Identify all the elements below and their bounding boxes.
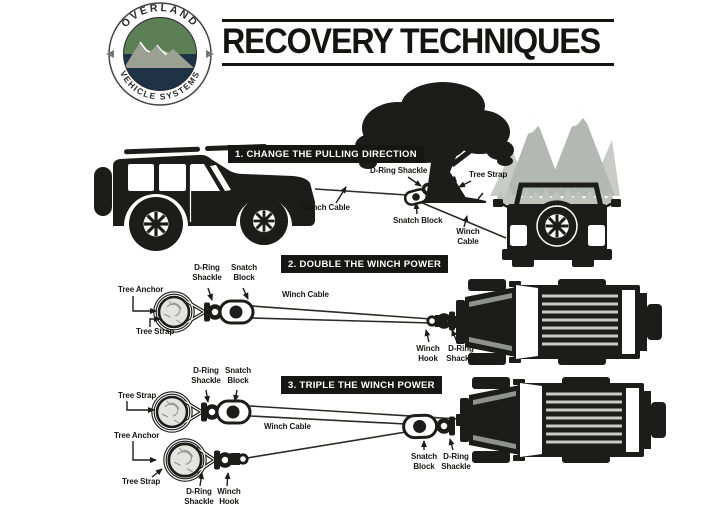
callout-arrows	[126, 176, 472, 487]
s2-label-tree-strap: Tree Strap	[136, 327, 175, 336]
logo-left-arrow-icon	[106, 50, 114, 58]
s3-heading: 3. TRIPLE THE WINCH POWER	[281, 376, 442, 394]
s3-label-tree-strap-top: Tree Strap	[118, 391, 157, 400]
mountains-art	[490, 105, 620, 204]
logo-mountains	[124, 41, 194, 68]
s1-label-d-ring-shackle: D-Ring Shackle	[370, 166, 428, 175]
s2-heading: 2. DOUBLE THE WINCH POWER	[281, 255, 449, 273]
s3-bottom-anchor-assembly	[163, 438, 249, 482]
s2-label-d-ring-shackle-front: D-Ring Shackle	[446, 344, 476, 363]
page-title: RECOVERY TECHNIQUES	[222, 22, 601, 61]
s2-label-winch-cable: Winch Cable	[282, 290, 329, 299]
s2-vehicle-top-view	[450, 277, 664, 367]
s3-front-dring	[439, 417, 456, 436]
s2-winch-cables	[251, 305, 432, 324]
s2-label-d-ring-shackle: D-Ring Shackle	[192, 263, 222, 282]
s3-label-winch-hook: Winch Hook	[217, 487, 241, 506]
s3-label-d-ring-shackle-front: D-Ring Shackle	[441, 452, 471, 471]
s1-vehicle-rear-view	[493, 182, 621, 267]
s3-label-snatch-block-front: Snatch Block	[410, 452, 438, 471]
s1-vehicle-side-view	[94, 144, 315, 253]
s3-vehicle-top-view	[454, 375, 668, 465]
s3-label-d-ring-shackle-bottom: D-Ring Shackle	[184, 487, 214, 506]
s1-label-winch-cable-2: Winch Cable	[456, 227, 480, 246]
s1-label-winch-cable: Winch Cable	[303, 203, 350, 212]
page-title-block: RECOVERY TECHNIQUES	[222, 19, 614, 66]
s3-label-snatch-block-top: Snatch Block	[224, 366, 252, 385]
s2-label-snatch-block: Snatch Block	[230, 263, 258, 282]
brand-logo: OVERLAND VEHICLE SYSTEMS	[106, 2, 214, 106]
s3-front-snatch-block	[401, 413, 439, 440]
s2-anchor-assembly	[153, 291, 255, 333]
s2-label-tree-anchor: Tree Anchor	[118, 285, 164, 294]
s3-label-winch-cable: Winch Cable	[264, 422, 311, 431]
s1-label-snatch-block: Snatch Block	[393, 216, 443, 225]
s3-label-tree-anchor: Tree Anchor	[114, 431, 160, 440]
s2-label-winch-hook: Winch Hook	[416, 344, 440, 363]
s3-label-d-ring-shackle-top: D-Ring Shackle	[191, 366, 221, 385]
s1-label-tree-strap: Tree Strap	[469, 170, 508, 179]
s3-label-tree-strap-bottom: Tree Strap	[122, 477, 161, 486]
s1-heading: 1. CHANGE THE PULLING DIRECTION	[228, 145, 424, 163]
logo-right-arrow-icon	[206, 50, 214, 58]
